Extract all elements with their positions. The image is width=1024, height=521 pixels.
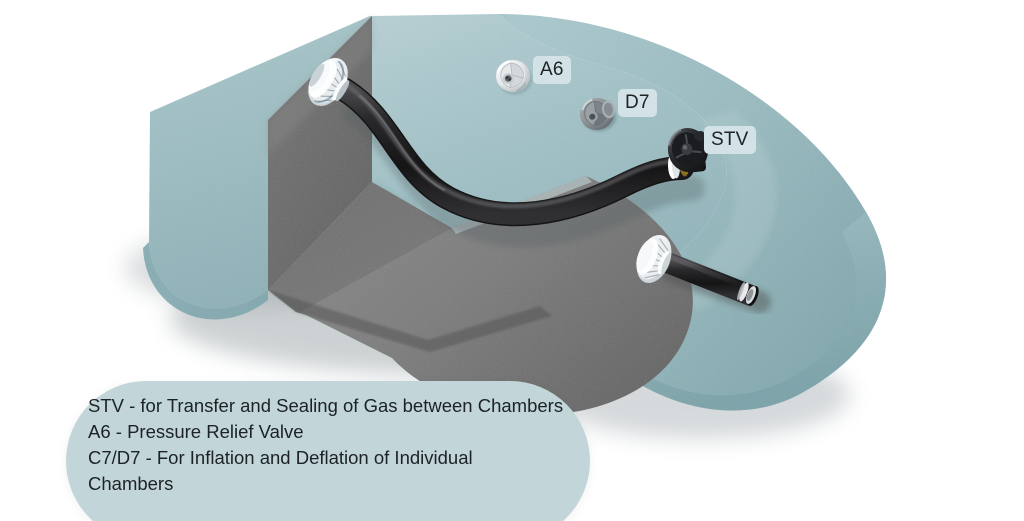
legend-text-block: STV - for Transfer and Sealing of Gas be…	[88, 393, 588, 497]
transfer-hose	[333, 78, 705, 248]
legend-bubble: STV - for Transfer and Sealing of Gas be…	[66, 381, 590, 521]
pressure-relief-valve	[496, 59, 533, 95]
callout-label-stv: STV	[704, 126, 756, 154]
legend-line-c7d7: C7/D7 - For Inflation and Deflation of I…	[88, 447, 473, 468]
legend-line-c7d7-cont: Chambers	[88, 473, 174, 494]
callout-label-d7: D7	[618, 89, 657, 117]
legend-line-stv: STV - for Transfer and Sealing of Gas be…	[88, 395, 564, 416]
left-hose-flange	[308, 58, 350, 106]
inner-baffle-panel	[268, 16, 693, 415]
legend-line-a6: A6 - Pressure Relief Valve	[88, 421, 304, 442]
lower-hose-assembly	[636, 234, 771, 313]
inflation-deflation-valve	[580, 97, 617, 132]
callout-label-a6: A6	[533, 56, 571, 84]
lower-hose-flange	[636, 234, 672, 284]
sealing-transfer-valve	[667, 128, 709, 179]
lower-hose	[662, 252, 759, 306]
